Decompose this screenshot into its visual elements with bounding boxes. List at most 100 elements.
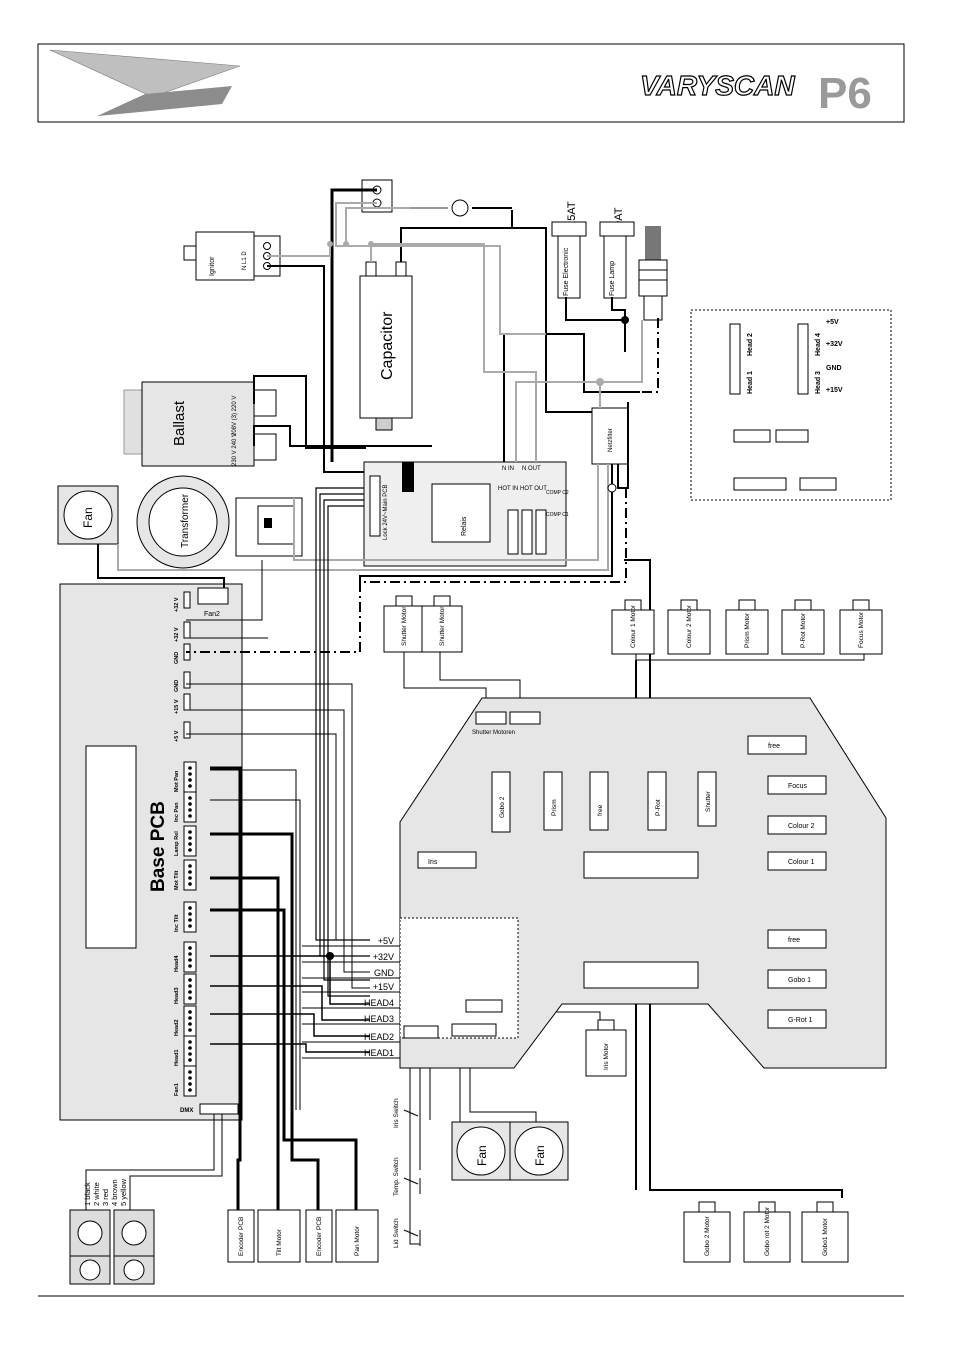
legend-head4: Head 4 [815,333,822,356]
pcb-connector-pin [188,958,192,962]
capacitor: Capacitor [359,261,413,431]
junction [326,952,334,960]
pcb-connector-label: Inc Tilt [174,914,180,932]
bottom-left-label: Encoder PCB [316,1217,323,1256]
pcb-connector-label: +32 V [174,627,180,642]
bottom-motor-label: Gobo1 Motor [822,1217,829,1256]
ballast-taps-bottom: 230 V 240 V [232,433,238,466]
ballast: Ballast 208V (3) 220 V 230 V 240 V [123,381,277,467]
comp-c2-label: COMP C2 [546,490,569,496]
head-right-box [767,969,827,989]
pcb-connector-pin [188,912,192,916]
fuse-cap-electronic [551,221,587,237]
pcb-connector-label: Head4 [174,955,180,972]
hot-out-label: HOT OUT [520,486,547,492]
dmx-pin: 3 red [101,1189,110,1206]
top-motor [667,609,711,655]
ballast-taps-top: 208V (3) 220 V [232,396,238,436]
top-motor-cap [738,599,756,611]
netzfilter-label: Netzfilter [608,428,614,452]
main-pcb: Lock 24V~Main PCB N IN N OUT HOT IN HOT … [363,461,569,567]
pcb-connector-pin [188,870,192,874]
pcb-connector-label: Mot Tilt [174,870,180,890]
head-right-label: Focus [788,783,808,790]
fuse-lamp-label: Fuse Lamp [609,261,616,296]
pcb-connector [183,671,191,689]
head-right-label: Colour 1 [788,859,815,866]
pcb-connector-label: GND [174,652,180,664]
iris-motor-cap [597,1019,615,1031]
base-pcb-title: Base PCB [148,801,169,892]
pcb-connector-pin [188,864,192,868]
iris-board-label: Iris [428,859,438,866]
pcb-connector-label: Head3 [174,987,180,1004]
mains-cable-gland [638,226,668,321]
head-board-label: Gobo 2 [499,796,506,818]
head-right-label: G-Rot 1 [788,1017,813,1024]
bottom-left-label: Tilt Motor [276,1228,283,1256]
shutter-motor [383,605,425,653]
rail-label: HEAD2 [364,1032,394,1042]
switch-symbol [403,1229,421,1246]
shutter-motor-label: Shutter Motor [439,606,446,646]
pcb-connector [183,973,197,1005]
legend-box [690,309,892,501]
junction [343,241,349,247]
fuse-electronic [557,235,581,299]
pcb-connector-pin [188,876,192,880]
head-right-box [767,929,827,949]
pcb-connector-pin [188,766,192,770]
iris-motor-label: Iris Motor [603,1042,610,1070]
pcb-connector [183,591,191,609]
top-motor [781,609,825,655]
header-frame [37,43,905,123]
pcb-connector-pin [188,1046,192,1050]
bottom-left-label: Pan Motor [354,1225,361,1256]
comp-c1-label: COMP C1 [546,512,569,518]
fan-top: Fan [57,485,119,545]
top-motor [839,609,883,655]
junction [596,378,604,386]
dmx-pin: 2 white [92,1182,101,1206]
pcb-connector-pin [188,814,192,818]
pcb-connector-pin [188,978,192,982]
pcb-connector-label: Head2 [174,1019,180,1036]
bottom-motor [743,1211,791,1263]
fan2-connector [197,587,229,605]
n-out-label: N OUT [522,466,541,472]
base-pcb-display [85,745,137,949]
head-right-label: Colour 2 [788,823,815,830]
bottom-left-label: Encoder PCB [238,1217,245,1256]
head-pcb-inset [399,917,519,1039]
head-board-label: P-Rot [655,799,662,816]
bottom-motor [801,1211,849,1263]
pcb-connector-label: Inc Pan [174,802,180,822]
head-board [697,771,717,827]
pcb-connector [183,1065,197,1097]
junction [327,241,333,247]
pcb-connector-pin [188,996,192,1000]
fuse-electronic-label: Fuse Electronic [563,247,570,296]
top-motor [725,609,769,655]
junction [368,241,374,247]
pcb-connector-pin [188,830,192,834]
head-right-label: free [788,937,800,944]
top-motor-label: Colour 1 Motor [630,604,637,648]
dmx-pin: 5 yellow [119,1178,128,1206]
pcb-connector-pin [188,1040,192,1044]
top-motor-cap [852,599,870,611]
rail-label: HEAD3 [364,1014,394,1024]
pcb-connector-pin [188,964,192,968]
legend-head1: Head 1 [747,371,754,394]
legend-head2: Head 2 [747,333,754,356]
head-right-box [767,815,827,835]
pcb-connector-pin [188,882,192,886]
pcb-connector [183,721,191,739]
pcb-connector-pin [188,990,192,994]
top-motor-label: P-Rot Motor [800,612,807,648]
head-fan-2-label: Fan [533,1145,547,1166]
switch-symbol [403,1177,421,1194]
